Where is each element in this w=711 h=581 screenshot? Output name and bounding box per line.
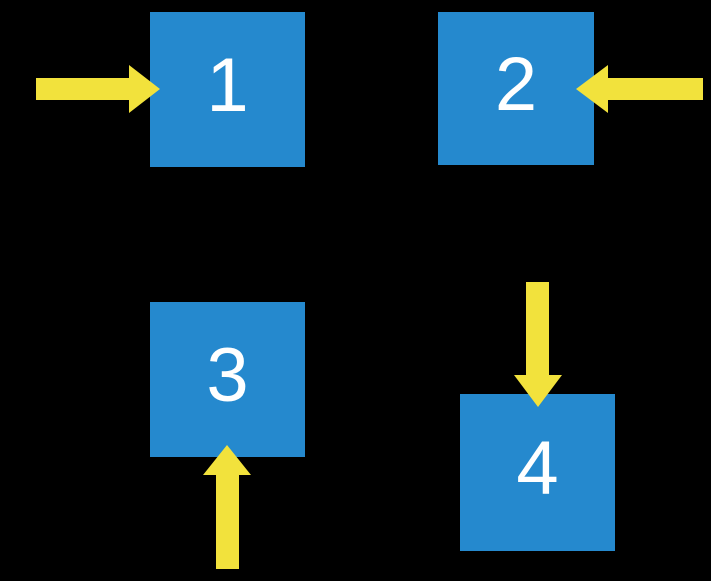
arrow-up-icon — [203, 445, 251, 569]
arrow-down-icon — [514, 282, 562, 407]
square-2: 2 — [438, 12, 594, 165]
square-1-label: 1 — [206, 42, 249, 128]
square-2-label: 2 — [494, 41, 538, 127]
square-3: 3 — [150, 302, 305, 457]
square-3-label: 3 — [206, 332, 249, 418]
square-4-label: 4 — [516, 425, 559, 511]
arrow-right-icon — [36, 65, 160, 113]
square-1: 1 — [150, 12, 305, 167]
square-4: 4 — [460, 394, 615, 551]
arrow-left-icon — [576, 65, 703, 113]
